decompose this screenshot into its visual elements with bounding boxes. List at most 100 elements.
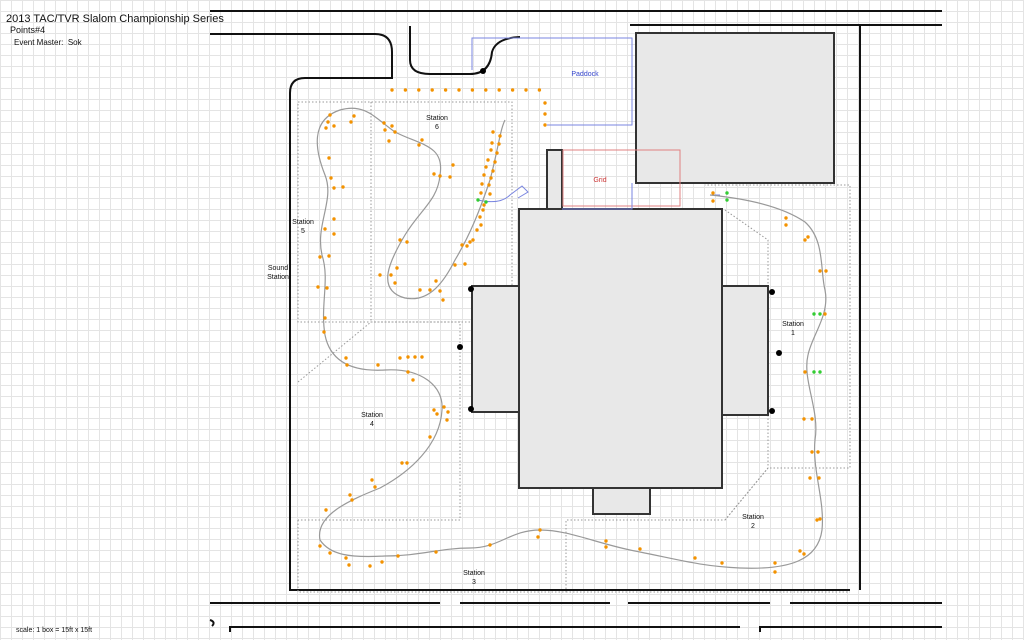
cone-marker (524, 88, 528, 92)
cone-marker (373, 485, 377, 489)
cone-marker (802, 552, 806, 556)
cone-marker (481, 208, 485, 212)
cone-marker (324, 508, 328, 512)
cone-marker (638, 547, 642, 551)
worker-position-marker (776, 350, 782, 356)
cone-marker (344, 356, 348, 360)
cone-marker (432, 172, 436, 176)
cone-marker (488, 543, 492, 547)
cone-marker (405, 240, 409, 244)
cone-marker (420, 138, 424, 142)
cone-marker (411, 378, 415, 382)
station-number: 2 (751, 523, 755, 530)
event-master-name: Sok (67, 38, 82, 47)
cone-marker (438, 289, 442, 293)
station-name: Station (742, 514, 764, 521)
cone-marker (498, 134, 502, 138)
cone-marker (463, 262, 467, 266)
worker-positions (457, 68, 782, 414)
pointer-cone-marker (812, 370, 816, 374)
cone-marker (816, 450, 820, 454)
cone-marker (538, 528, 542, 532)
cone-marker (482, 203, 486, 207)
cone-marker (428, 435, 432, 439)
cone-marker (482, 173, 486, 177)
cone-marker (332, 124, 336, 128)
station-number: 4 (370, 421, 374, 428)
cone-marker (316, 285, 320, 289)
cone-marker (537, 88, 542, 92)
cone-marker (493, 160, 497, 164)
cone-marker (491, 130, 495, 134)
cone-marker (441, 298, 445, 302)
cone-marker (824, 269, 828, 273)
cone-marker (406, 355, 410, 359)
cone-marker (326, 120, 330, 124)
cone-marker (390, 88, 394, 92)
cone-marker (442, 405, 446, 409)
cone-marker (348, 493, 352, 497)
cone-marker (322, 330, 326, 334)
cone-marker (495, 151, 499, 155)
cone-marker (497, 88, 501, 92)
cone-marker (400, 461, 404, 465)
cone-marker (327, 254, 331, 258)
station-number: 1 (791, 330, 795, 337)
cone-marker (604, 545, 608, 549)
cone-marker (815, 518, 819, 522)
cone-marker (324, 126, 328, 130)
event-master-label: Event Master: (14, 38, 64, 47)
cone-marker (328, 551, 332, 555)
cone-marker (543, 112, 547, 116)
cone-marker (818, 269, 822, 273)
station-name: Station (292, 219, 314, 226)
pointer-cone-marker (484, 200, 488, 204)
cone-marker (470, 88, 475, 92)
cone-marker (417, 143, 421, 147)
cone-marker (773, 561, 777, 565)
cone-marker (488, 192, 492, 196)
cone-marker (798, 549, 802, 553)
cone-marker (497, 142, 501, 146)
cone-marker (393, 130, 397, 134)
cone-marker (468, 240, 472, 244)
scale-note: scale: 1 box = 15ft x 15ft (16, 627, 93, 634)
cone-marker (479, 223, 483, 227)
cone-marker (398, 238, 402, 242)
cone-marker (430, 88, 434, 92)
cone-marker (350, 498, 354, 502)
pointer-cone-marker (725, 191, 729, 195)
cone-marker (448, 175, 452, 179)
cone-marker (457, 88, 461, 92)
cone-marker (453, 263, 457, 267)
cone-marker (465, 244, 469, 248)
cone-marker (345, 363, 349, 367)
cone-marker (720, 561, 724, 565)
cone-marker (486, 158, 490, 162)
cone-marker (387, 139, 391, 143)
cone-marker (604, 539, 608, 543)
cone-marker (784, 216, 788, 220)
cone-marker (405, 461, 409, 465)
event-title: 2013 TAC/TVR Slalom Championship Series (6, 13, 224, 25)
grid-area (562, 149, 681, 207)
event-subtitle: Points#4 (10, 25, 46, 35)
paddock-boundary (471, 37, 720, 210)
worker-position-marker (457, 344, 463, 350)
worker-position-marker (468, 406, 474, 412)
cone-marker (802, 417, 806, 421)
cone-marker (325, 286, 329, 290)
cone-marker (784, 223, 788, 227)
cone-marker (332, 232, 336, 236)
buildings (471, 32, 835, 515)
station-name: Station (782, 321, 804, 328)
cone-marker (817, 476, 821, 480)
road-edges (209, 10, 942, 632)
cone-marker (323, 316, 327, 320)
cone-marker (810, 417, 814, 421)
pointer-cone-marker (812, 312, 816, 316)
